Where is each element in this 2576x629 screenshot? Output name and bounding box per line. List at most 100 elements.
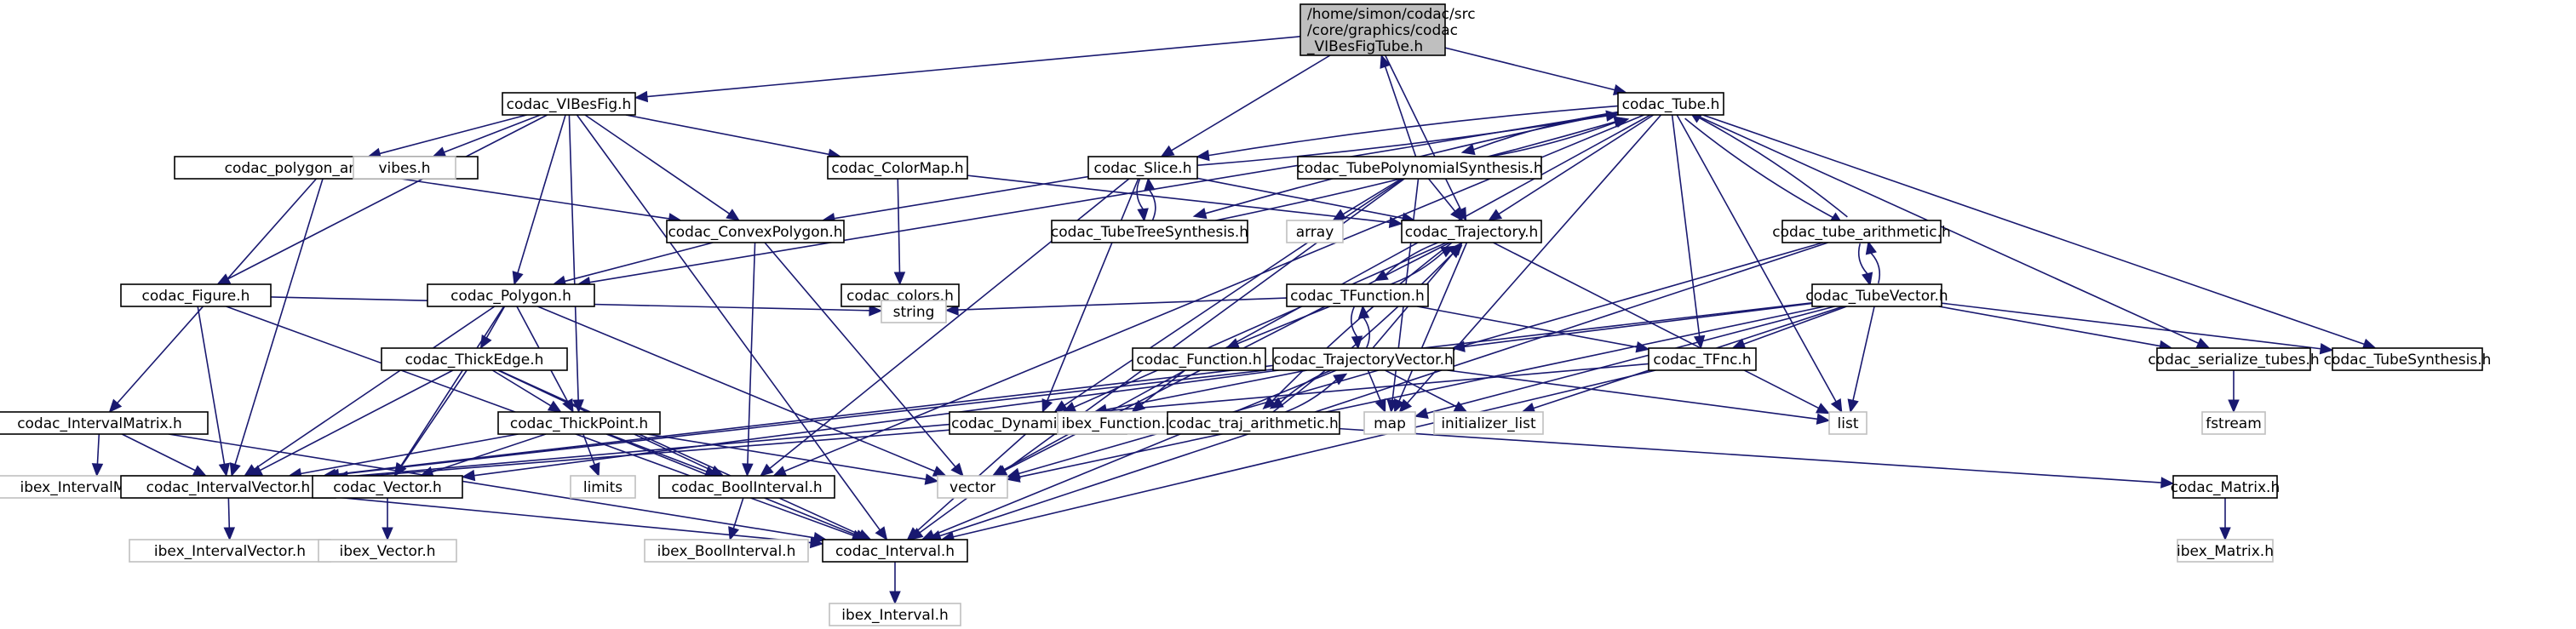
node-ibex-vector[interactable]: ibex_Vector.h	[318, 539, 457, 563]
node-box	[881, 300, 947, 323]
edge-line	[1197, 115, 1607, 167]
node-figure[interactable]: codac_Figure.h	[120, 283, 272, 307]
node-label: codac_TubeTreeSynthesis.h	[1051, 224, 1248, 241]
node-polygon[interactable]: codac_Polygon.h	[427, 283, 595, 307]
edge-slice-to-convexpolygon	[821, 175, 1089, 225]
edge-thickpoint-to-vector	[646, 433, 939, 485]
node-tube-arith[interactable]: codac_tube_arithmetic.h	[1772, 220, 1951, 243]
edge-slice-to-dynitem	[1041, 178, 1139, 414]
node-ibex-intervalvector[interactable]: ibex_IntervalVector.h	[129, 539, 331, 563]
arrowhead-icon	[728, 526, 740, 541]
node-traj-arith[interactable]: codac_traj_arithmetic.h	[1167, 411, 1340, 435]
arrowhead-icon	[889, 591, 901, 605]
node-tfnc[interactable]: codac_TFnc.h	[1648, 347, 1757, 371]
node-tubetree[interactable]: codac_TubeTreeSynthesis.h	[1051, 220, 1248, 243]
node-label: codac_Figure.h	[142, 288, 250, 305]
arrowhead-icon	[950, 462, 964, 477]
edge-line	[1350, 306, 1358, 337]
edge-trajvector-to-vector	[461, 369, 1279, 482]
arrowhead-icon	[1144, 177, 1156, 192]
arrowhead-icon	[108, 398, 123, 413]
node-vibesfig[interactable]: codac_VIBesFig.h	[502, 92, 636, 116]
edge-line	[1695, 114, 2199, 344]
edge-tube-to-list	[1676, 114, 1843, 414]
node-trajvector[interactable]: codac_TrajectoryVector.h	[1272, 347, 1454, 371]
edge-tubepoly-to-trajectory	[1427, 178, 1464, 221]
edge-line	[254, 306, 496, 470]
edge-polygon_arith-to-convexpolygon	[400, 178, 682, 225]
node-colormap[interactable]: codac_ColorMap.h	[827, 156, 968, 180]
edge-line	[338, 369, 1274, 476]
arrowhead-icon	[382, 527, 393, 541]
arrowhead-icon	[1225, 338, 1241, 349]
arrowhead-icon	[1816, 413, 1831, 425]
edge-line	[1018, 306, 1825, 478]
node-vibes[interactable]: vibes.h	[353, 156, 456, 180]
edge-traj_arith-to-trajectory	[1268, 244, 1463, 416]
node-interval[interactable]: codac_Interval.h	[822, 539, 968, 563]
node-box	[1272, 347, 1454, 371]
node-init-list[interactable]: initializer_list	[1433, 411, 1544, 435]
node-fstream[interactable]: fstream	[2201, 411, 2266, 435]
node-limits[interactable]: limits	[570, 475, 636, 499]
arrowhead-icon	[1862, 272, 1873, 287]
node-function[interactable]: codac_Function.h	[1132, 347, 1266, 371]
node-box	[1648, 347, 1757, 371]
edge-line	[498, 369, 861, 535]
edge-line	[1417, 306, 1638, 348]
edge-line	[1149, 189, 1156, 220]
edge-vector-to-ibex_vector	[382, 497, 393, 541]
node-ibex-boolinterval[interactable]: ibex_BoolInterval.h	[644, 539, 809, 563]
edge-line	[1684, 117, 1833, 219]
node-tube[interactable]: codac_Tube.h	[1617, 92, 1724, 116]
node-tubesynth[interactable]: codac_TubeSynthesis.h	[2324, 347, 2492, 371]
node-thickedge[interactable]: codac_ThickEdge.h	[381, 347, 568, 371]
node-tubepoly[interactable]: codac_TubePolynomialSynthesis.h	[1296, 156, 1543, 180]
edge-slice-to-boolinterval	[760, 178, 1130, 477]
arrowhead-icon	[1196, 149, 1210, 162]
node-label: vector	[950, 479, 995, 496]
edge-line	[168, 433, 815, 539]
node-matrix[interactable]: codac_Matrix.h	[2171, 475, 2281, 499]
node-root[interactable]: /home/simon/codac/src/core/graphics/coda…	[1299, 3, 1476, 56]
node-box	[381, 347, 568, 371]
node-boolinterval[interactable]: codac_BoolInterval.h	[658, 475, 835, 499]
node-box	[0, 411, 209, 435]
node-box	[1087, 156, 1198, 180]
node-ibex-matrix[interactable]: ibex_Matrix.h	[2177, 539, 2274, 563]
edge-line	[646, 36, 1301, 98]
node-ibex-interval[interactable]: ibex_Interval.h	[829, 603, 961, 626]
node-label: codac_Function.h	[1136, 352, 1261, 369]
node-box	[1286, 220, 1344, 243]
edge-line	[625, 114, 829, 156]
edge-line	[1046, 178, 1139, 402]
node-serialize[interactable]: codac_serialize_tubes.h	[2148, 347, 2320, 371]
node-convexpolygon[interactable]: codac_ConvexPolygon.h	[666, 220, 845, 243]
edge-tube-to-serialize	[1695, 114, 2211, 349]
node-label: /core/graphics/codac	[1307, 22, 1458, 39]
node-slice[interactable]: codac_Slice.h	[1087, 156, 1198, 180]
node-tubevector[interactable]: codac_TubeVector.h	[1805, 283, 1948, 307]
edge-line	[485, 306, 506, 339]
node-array[interactable]: array	[1286, 220, 1344, 243]
node-box	[2201, 411, 2266, 435]
edge-line	[1671, 114, 1701, 337]
node-intervalvector[interactable]: codac_IntervalVector.h	[120, 475, 336, 499]
node-ibex-function[interactable]: ibex_Function.h	[1057, 411, 1179, 435]
edge-colormap-to-colors	[893, 178, 906, 286]
node-vector[interactable]: codac_Vector.h	[312, 475, 463, 499]
node-intervalmatrix[interactable]: codac_IntervalMatrix.h	[0, 411, 209, 435]
node-label: codac_Slice.h	[1093, 160, 1191, 177]
node-thickpoint[interactable]: codac_ThickPoint.h	[497, 411, 661, 435]
node-string[interactable]: string	[881, 300, 947, 323]
node-tfunction[interactable]: codac_TFunction.h	[1286, 283, 1429, 307]
edge-line	[227, 114, 548, 280]
node-trajectory[interactable]: codac_Trajectory.h	[1401, 220, 1542, 243]
edge-tube-to-slice	[1196, 105, 1618, 162]
arrowhead-icon	[229, 462, 241, 477]
node-map[interactable]: map	[1363, 411, 1416, 435]
node-list[interactable]: list	[1828, 411, 1867, 435]
node-label: initializer_list	[1441, 415, 1536, 432]
node-box	[1299, 3, 1446, 56]
node-vector[interactable]: vector	[937, 475, 1008, 499]
